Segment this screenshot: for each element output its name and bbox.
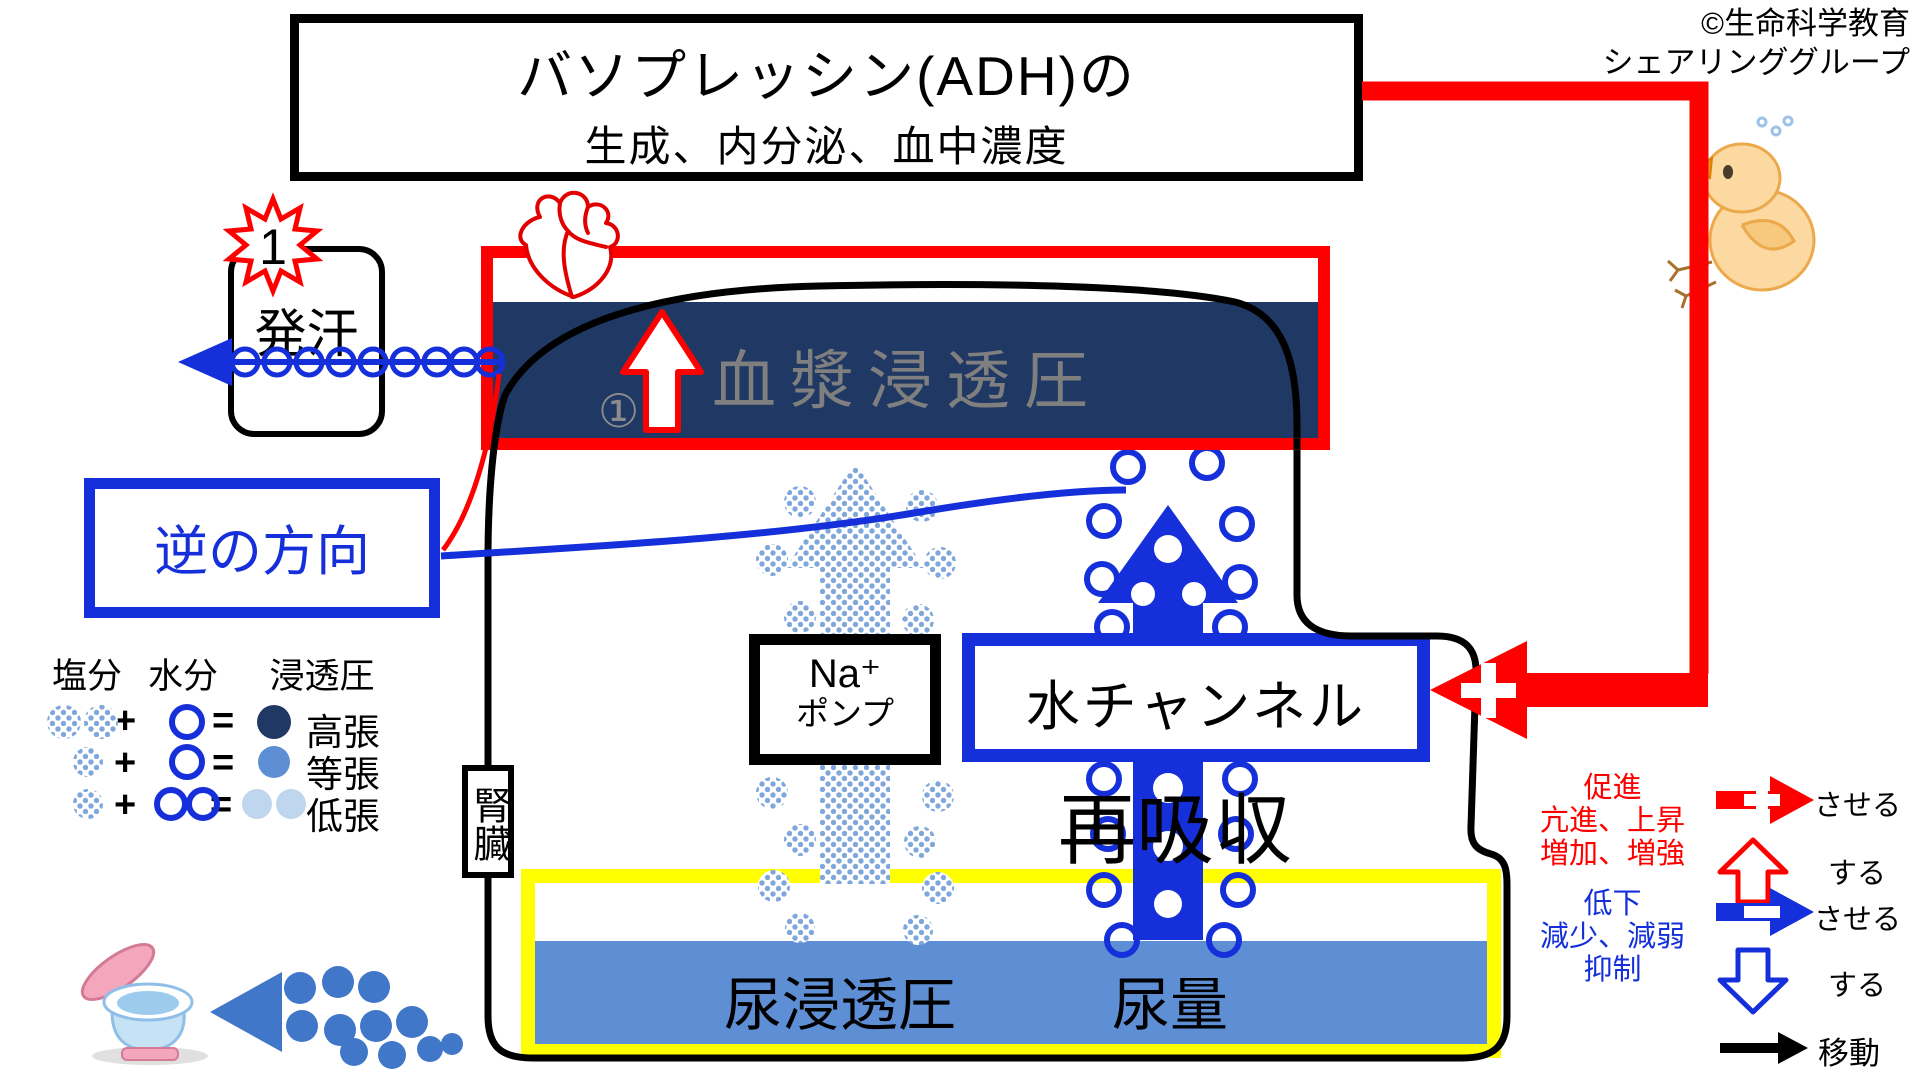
plus-sign: + <box>114 742 137 784</box>
promote-cause-arrow <box>1716 776 1814 824</box>
na-pump-line1: Na⁺ <box>808 652 882 696</box>
water-icon <box>169 744 205 780</box>
promote-do-label: する <box>1828 858 1887 890</box>
promote-line3: 増加、増強 <box>1539 838 1685 870</box>
water-icon <box>169 704 205 740</box>
suppress-do-arrow <box>1717 947 1789 1015</box>
hypertonic-icon <box>257 705 291 739</box>
legend-header-osmolality: 浸透圧 <box>269 657 375 696</box>
promote-arrowhead <box>1430 641 1527 739</box>
hypertonic-label: 高張 <box>306 712 380 753</box>
urine-volume-label: 尿量 <box>1111 973 1228 1038</box>
page-title: バソプレッシン(ADH)の <box>517 45 1136 107</box>
hypotonic-icon <box>242 789 272 819</box>
promote-line1: 促進 <box>1583 772 1642 804</box>
title-box: バソプレッシン(ADH)の 生成、内分泌、血中濃度 <box>290 14 1363 181</box>
legend-header-water: 水分 <box>147 657 218 696</box>
promote-text-block: 促進 亢進、上昇 増加、増強 <box>1520 772 1705 871</box>
na-pump-box: Na⁺ ポンプ <box>749 634 941 765</box>
burst-number: 1 <box>259 219 287 275</box>
sweating-label: 発汗 <box>254 306 359 364</box>
copyright-line2: シェアリンググループ <box>1602 45 1910 80</box>
move-label: 移動 <box>1818 1036 1880 1071</box>
suppress-cause-arrow <box>1716 888 1814 936</box>
plus-icon <box>1744 782 1780 818</box>
reverse-direction-box: 逆の方向 <box>84 478 440 618</box>
suppress-line1: 低下 <box>1583 888 1642 920</box>
promote-line2: 亢進、上昇 <box>1539 805 1685 837</box>
blue-curve-connector <box>440 486 1127 560</box>
isotonic-icon <box>258 746 290 778</box>
urine-box <box>521 869 1501 1058</box>
plasma-osmolality-label: 血漿浸透圧 <box>712 345 1102 417</box>
suppress-do-label: する <box>1828 970 1887 1002</box>
equals-sign: = <box>212 742 235 784</box>
isotonic-label: 等張 <box>306 754 380 795</box>
minus-icon <box>1744 906 1780 918</box>
hypotonic-label: 低張 <box>306 796 380 837</box>
page-subtitle: 生成、内分泌、血中濃度 <box>584 123 1069 170</box>
left-arrowhead <box>178 338 232 386</box>
chick-icon <box>1666 115 1816 309</box>
water-channel-label: 水チャンネル <box>1025 677 1367 737</box>
suppress-line2: 減少、減弱 <box>1539 921 1685 953</box>
salt-icon <box>47 705 81 739</box>
circled-one-label: ① <box>598 385 640 437</box>
reverse-direction-label: 逆の方向 <box>154 522 370 582</box>
salt-icon <box>73 789 103 819</box>
urine-osmolality-label: 尿浸透圧 <box>723 973 956 1038</box>
promote-cause-label: させる <box>1814 790 1902 822</box>
na-pump-line2: ポンプ <box>795 695 894 732</box>
suppress-cause-label: させる <box>1814 904 1902 936</box>
plus-sign: + <box>114 784 137 826</box>
toilet-icon <box>80 943 208 1065</box>
equals-sign: = <box>212 700 235 742</box>
water-icon <box>154 787 188 821</box>
promote-do-arrow <box>1717 837 1789 905</box>
kidney-label: 腎臓 <box>467 785 509 862</box>
copyright: ©生命科学教育 シェアリンググループ <box>1310 4 1910 82</box>
suppress-text-block: 低下 減少、減弱 抑制 <box>1520 888 1705 987</box>
urine-excretion-arrow <box>210 966 463 1069</box>
plus-sign: + <box>114 700 137 742</box>
reabsorption-label: 再吸収 <box>1057 786 1292 874</box>
suppress-line3: 抑制 <box>1583 954 1642 986</box>
kidney-label-box: 腎臓 <box>462 765 514 878</box>
plus-icon <box>1461 663 1516 718</box>
hypotonic-icon <box>276 789 306 819</box>
legend-header-salt: 塩分 <box>51 657 122 696</box>
salt-icon <box>84 705 118 739</box>
water-channel-box: 水チャンネル <box>962 633 1430 762</box>
equals-sign: = <box>210 784 233 826</box>
tonicity-legend-symbols <box>47 704 306 821</box>
move-arrow <box>1720 1032 1808 1064</box>
copyright-line1: ©生命科学教育 <box>1701 6 1910 41</box>
urine-fill <box>535 941 1487 1044</box>
salt-icon <box>73 747 103 777</box>
